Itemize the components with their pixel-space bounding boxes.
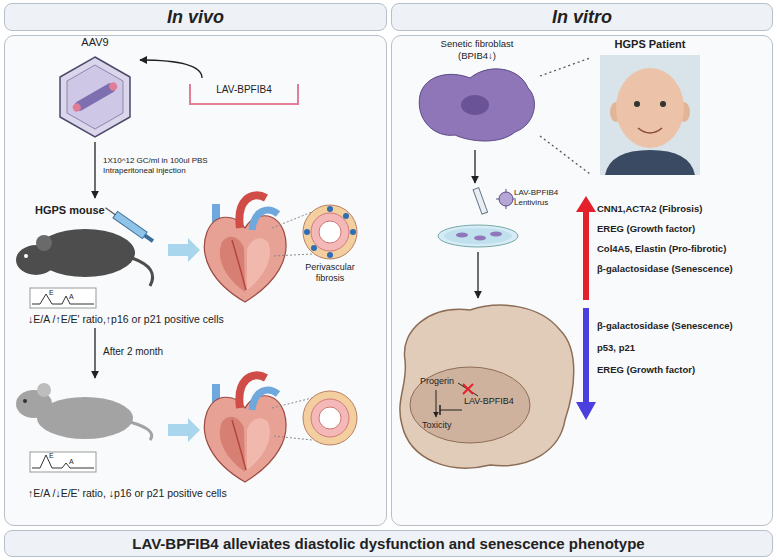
aav9-capsid: AAV9: [50, 36, 140, 142]
mouse-eye: [24, 254, 28, 258]
marker-item: EREG (Growth factor): [597, 364, 695, 375]
vessel-media: [311, 213, 349, 251]
pathway-line: [458, 383, 478, 396]
capsid-face: [67, 65, 123, 129]
mouse-head: [16, 245, 56, 275]
node-label: HGPS Patient: [590, 38, 710, 51]
mouse-eye: [23, 399, 27, 403]
molecule-label: Progerin: [420, 376, 454, 387]
cell-nucleus: ProgerinLAV-BPFIB4Toxicity: [412, 368, 530, 442]
flow-connector: [140, 60, 202, 78]
fibrosis-dot: [311, 245, 317, 251]
fibrosis-dot: [304, 229, 310, 235]
vessel-adventitia: [303, 205, 357, 259]
note-label: Perivascular fibrosis: [295, 262, 365, 284]
virus-icon: [499, 192, 513, 206]
flow-arrow: [477, 252, 478, 298]
wave-label: A: [69, 293, 74, 301]
result-text: ↑E/A /↓E/E' ratio, ↓p16 or p21 positive …: [28, 487, 378, 500]
pathway-arrow: [436, 390, 437, 417]
marker-item: p53, p21: [597, 342, 635, 353]
panel-title: In vitro: [391, 3, 773, 31]
dotted-link: [540, 136, 590, 174]
result-text: ↓E/A /↑E/E' ratio,↑p16 or p21 positive c…: [28, 313, 378, 326]
panel-title: In vivo: [4, 3, 387, 31]
culture-dish: [438, 225, 518, 247]
photo-frame: [600, 55, 700, 175]
doppler-box: [30, 452, 96, 472]
vessel-adventitia: [303, 391, 357, 445]
edge-label: 1X10^12 GC/ml in 100ul PBS Intraperitone…: [103, 156, 227, 176]
patient-head: [616, 68, 684, 148]
step-label: After 2 month: [103, 346, 163, 358]
marker-item: β-galactosidase (Senescence): [597, 263, 733, 274]
fibroblast-shape: [419, 69, 534, 141]
node-label: Senetic fibroblast (BPIB4↓): [427, 38, 527, 62]
flow-arrow: [94, 328, 95, 378]
caption-text: LAV-BPFIB4 alleviates diastolic dysfunct…: [4, 530, 773, 557]
fibrosis-dot: [327, 252, 333, 258]
patient-mouth: [638, 128, 662, 133]
wave-label: E: [49, 452, 54, 460]
flow-connector: [94, 142, 95, 198]
vessel-lumen: [319, 407, 341, 429]
doppler-box: [30, 288, 96, 308]
inhibition-bar: [439, 405, 441, 415]
dotted-link: [540, 58, 590, 76]
wave-label: E: [49, 289, 54, 297]
fibrosis-dot: [343, 213, 349, 219]
block-mark: [463, 384, 473, 394]
cultured-cell: [456, 233, 468, 238]
node-label: AAV9: [50, 36, 140, 49]
fibroblast-cell: Senetic fibroblast (BPIB4↓): [415, 36, 540, 148]
node-label: LAV-BPFIB4: [188, 84, 300, 96]
fibroblast-nucleus: [461, 95, 489, 115]
lentivirus: LAV-BPFIB4 Lentivirus: [496, 186, 576, 218]
marker-item: Col4A5, Elastin (Pro-fibrotic): [597, 243, 726, 254]
mouse-ear: [37, 383, 51, 397]
patient-photo: HGPS Patient: [590, 36, 710, 178]
vessel-lumen: [319, 221, 341, 243]
patient-eye: [634, 101, 640, 107]
molecule-label: LAV-BPFIB4: [464, 396, 514, 407]
gene-construct: LAV-BPFIB4: [188, 78, 300, 108]
doppler-wave: [32, 294, 94, 304]
vessel-media: [311, 399, 349, 437]
fibrosis-dot: [350, 229, 356, 235]
patient-eye: [660, 101, 666, 107]
flow-arrow: [474, 150, 475, 183]
capsid-cargo: [71, 80, 119, 114]
mouse-ear: [36, 235, 52, 251]
marker-item: β-galactosidase (Senescence): [597, 320, 733, 331]
node-label: LAV-BPFIB4 Lentivirus: [514, 188, 574, 208]
cultured-cell: [490, 232, 502, 237]
cargo-end: [108, 81, 119, 92]
mouse-model: HGPS mouse: [15, 198, 165, 290]
treated-cell: [400, 305, 574, 468]
wave-label: A: [69, 458, 74, 466]
patient-shirt: [605, 150, 695, 175]
marker-item: CNN1,ACTA2 (Fibrosis): [597, 203, 702, 214]
node-label: HGPS mouse: [35, 204, 145, 217]
cargo-end: [71, 102, 82, 113]
fibrosis-dot: [327, 206, 333, 212]
block-mark: [463, 384, 473, 394]
cell-nucleus-shape: [410, 367, 530, 443]
culture-medium: [444, 228, 512, 244]
inhibition-line: [440, 410, 462, 411]
molecule-label: Toxicity: [422, 420, 452, 431]
cultured-cell: [474, 236, 486, 241]
doppler-wave: [32, 455, 94, 468]
marker-item: EREG (Growth factor): [597, 223, 695, 234]
